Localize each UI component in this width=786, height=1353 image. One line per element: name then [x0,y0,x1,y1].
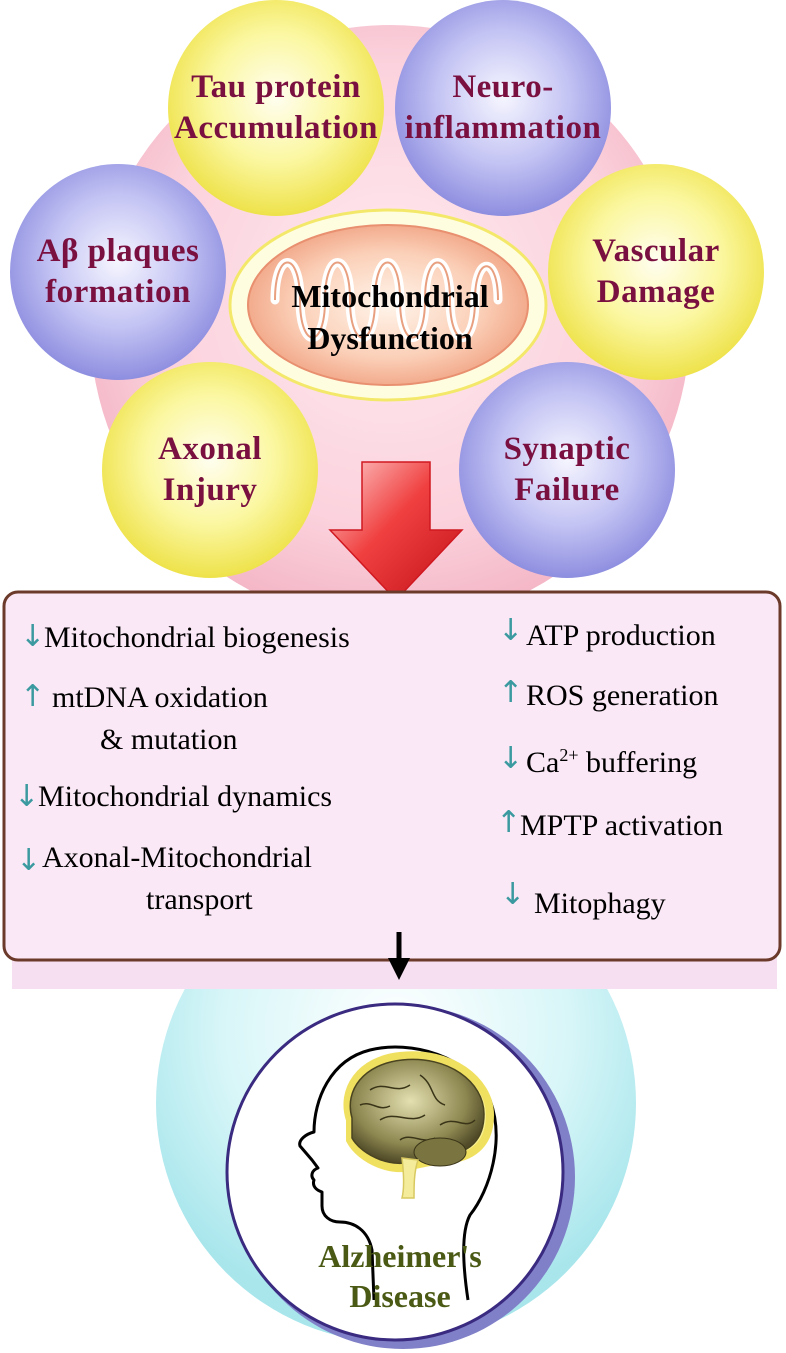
factor-neuroinflammation-line1: Neuro- [452,68,554,105]
calcium-charge: 2+ [559,745,579,765]
factor-vascular-line1: Vascular [592,232,720,269]
effect-axonal-transport-line2: transport [146,883,253,916]
factor-axonal-line2: Injury [162,472,258,508]
factor-vascular-label: Vascular Damage [548,164,764,380]
bubble-vascular [548,164,764,380]
factor-abeta-line2: formation [45,274,191,310]
factor-tau-line1: Tau protein [191,68,361,105]
brain-folds [359,1074,476,1141]
factor-vascular-line2: Damage [596,274,716,310]
outcome-line1: Alzheimer's [318,1238,482,1274]
factor-synaptic-line1: Synaptic [503,430,631,467]
down-arrow-icon: ↓ [498,613,524,648]
cerebellum [413,1137,467,1167]
effect-mitophagy: Mitophagy [534,887,666,920]
factor-tau-line2: Accumulation [174,110,378,146]
down-arrow-icon: ↓ [498,741,524,776]
effect-axonal-transport-line1: Axonal-Mitochondrial [42,841,312,874]
up-arrow-icon: ↑ [20,679,46,714]
head-profile [298,1045,498,1301]
buffering-text: buffering [578,746,698,779]
center-line1: Mitochondrial [291,278,489,314]
calcium-symbol: Ca [526,746,560,779]
factor-synaptic-label: Synaptic Failure [459,362,675,578]
factor-neuroinflammation-line2: inflammation [404,110,602,146]
outcome-line2: Disease [349,1278,451,1314]
down-arrow-icon: ↓ [20,619,46,654]
red-down-arrow [328,461,464,602]
effect-mitochondrial-dynamics: Mitochondrial dynamics [38,780,333,813]
factor-tau-label: Tau protein Accumulation [168,0,384,216]
bubble-synaptic [459,362,675,578]
effect-atp-production: ATP production [526,619,716,652]
effect-calcium-buffering: Ca2+ buffering [526,745,697,781]
small-arrow-head [388,958,410,980]
down-arrow-icon: ↓ [16,843,42,878]
brain-stem [401,1157,420,1199]
up-arrow-icon: ↑ [498,675,524,710]
effect-mtdna-oxidation-line2: & mutation [100,723,238,756]
mitochondrion-cristae-edge [274,261,499,339]
alzheimers-disease-label: Alzheimer's Disease [300,1236,500,1316]
brain [349,1058,485,1165]
factor-axonal-label: Axonal Injury [102,362,318,578]
down-arrow-icon: ↓ [500,877,526,912]
center-line2: Dysfunction [307,319,473,356]
bubble-neuroinflammation [395,0,611,216]
bubble-axonal [102,362,318,578]
down-arrow-icon: ↓ [14,779,40,814]
factor-axonal-line1: Axonal [158,430,262,467]
mitochondrial-dysfunction-label: Mitochondrial Dysfunction [240,276,540,359]
factor-abeta-line1: Aβ plaques [36,232,200,269]
mitochondrion-body [247,224,529,386]
up-arrow-icon: ↑ [496,805,522,840]
factor-neuroinflammation-label: Neuro- inflammation [395,0,611,216]
factor-abeta-label: Aβ plaques formation [10,164,226,380]
effect-mptp-activation: MPTP activation [520,809,724,842]
effect-mtdna-oxidation-line1: mtDNA oxidation [52,681,268,714]
bubble-tau [168,0,384,216]
bubble-abeta [10,164,226,380]
effect-ros-generation: ROS generation [526,679,719,712]
factor-synaptic-line2: Failure [514,472,620,508]
effect-mitochondrial-biogenesis: Mitochondrial biogenesis [44,621,350,654]
